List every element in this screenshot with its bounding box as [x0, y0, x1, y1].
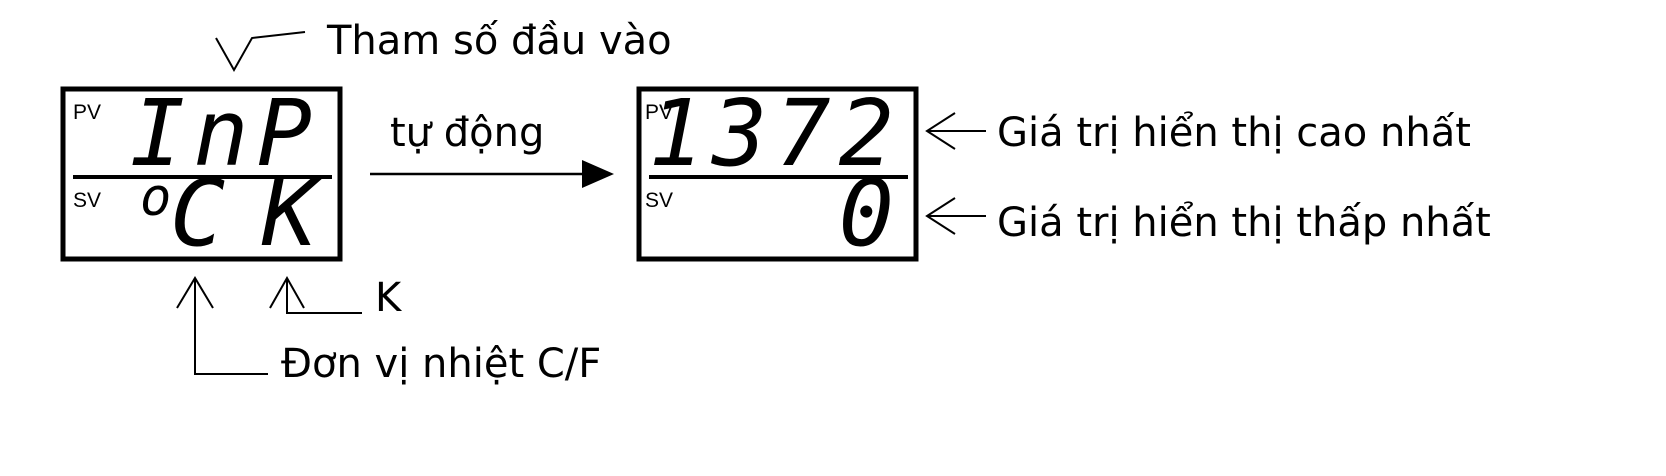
max-display-pointer	[925, 112, 986, 150]
max-display-label: Giá trị hiển thị cao nhất	[997, 110, 1471, 156]
left-pv-tag: PV	[73, 101, 101, 124]
k-type-label: K	[375, 275, 402, 321]
right-pv-value: 1372	[648, 80, 902, 187]
min-display-label: Giá trị hiển thị thấp nhất	[997, 200, 1491, 246]
k-type-pointer	[269, 275, 362, 314]
right-sv-tag: SV	[645, 189, 673, 212]
left-display-panel: PV SV InP o C K	[60, 80, 343, 267]
right-pv-tag: PV	[645, 101, 673, 124]
input-param-pointer	[215, 31, 306, 73]
auto-label: tự động	[390, 110, 545, 156]
left-sv-degree: o	[140, 168, 171, 228]
auto-arrow	[370, 160, 614, 188]
left-sv-unit: C	[170, 160, 233, 267]
temp-unit-pointer	[176, 276, 268, 375]
right-sv-value: 0	[839, 160, 902, 267]
left-sv-type: K	[261, 160, 325, 267]
left-sv-tag: SV	[73, 189, 101, 212]
min-display-pointer	[925, 197, 986, 235]
left-pv-value: InP	[130, 80, 320, 187]
right-display-panel: PV SV 1372 0	[636, 80, 919, 267]
input-param-label: Tham số đầu vào	[327, 18, 672, 64]
temp-unit-label: Đơn vị nhiệt C/F	[281, 341, 602, 387]
